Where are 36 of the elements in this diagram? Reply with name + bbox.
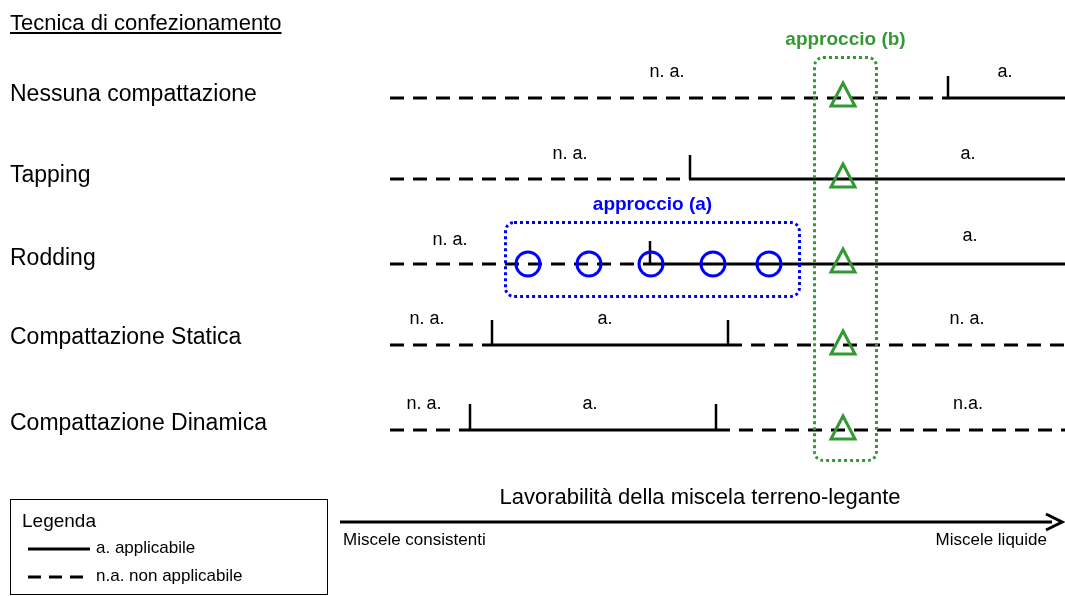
legend-text: a. applicabile: [96, 538, 196, 558]
status-text: n. a.: [409, 308, 445, 329]
status-text: n. a.: [432, 229, 468, 250]
section-heading: Tecnica di confezionamento: [10, 10, 282, 36]
status-text: n. a.: [649, 61, 685, 82]
circle-marker: [637, 250, 665, 278]
row-label: Compattazione Statica: [10, 323, 242, 350]
status-text: n.a.: [953, 393, 983, 414]
axis-title: Lavorabilità della miscela terreno-legante: [499, 484, 901, 510]
status-text: n. a.: [949, 308, 985, 329]
group-heading: approccio (a): [592, 193, 713, 215]
legend-text: n.a. non applicabile: [96, 566, 243, 586]
row-label: Rodding: [10, 244, 96, 271]
status-text: a.: [997, 61, 1013, 82]
triangle-marker: [829, 162, 857, 190]
circle-marker: [699, 250, 727, 278]
triangle-marker: [829, 247, 857, 275]
circle-marker: [755, 250, 783, 278]
circle-marker: [575, 250, 603, 278]
status-text: n. a.: [406, 393, 442, 414]
axis-end-label: Miscele liquide: [935, 530, 1047, 550]
status-text: a.: [597, 308, 613, 329]
axis-end-label: Miscele consistenti: [343, 530, 486, 550]
triangle-marker: [829, 81, 857, 109]
legend-title: Legenda: [22, 510, 96, 532]
row-label: Nessuna compattazione: [10, 80, 257, 107]
status-text: n. a.: [552, 143, 588, 164]
group-heading: approccio (b): [785, 28, 906, 50]
status-text: a.: [960, 143, 976, 164]
status-text: a.: [582, 393, 598, 414]
row-label: Compattazione Dinamica: [10, 409, 267, 436]
status-text: a.: [962, 225, 978, 246]
row-label: Tapping: [10, 161, 91, 188]
circle-marker: [514, 250, 542, 278]
triangle-marker: [829, 329, 857, 357]
triangle-marker: [829, 414, 857, 442]
